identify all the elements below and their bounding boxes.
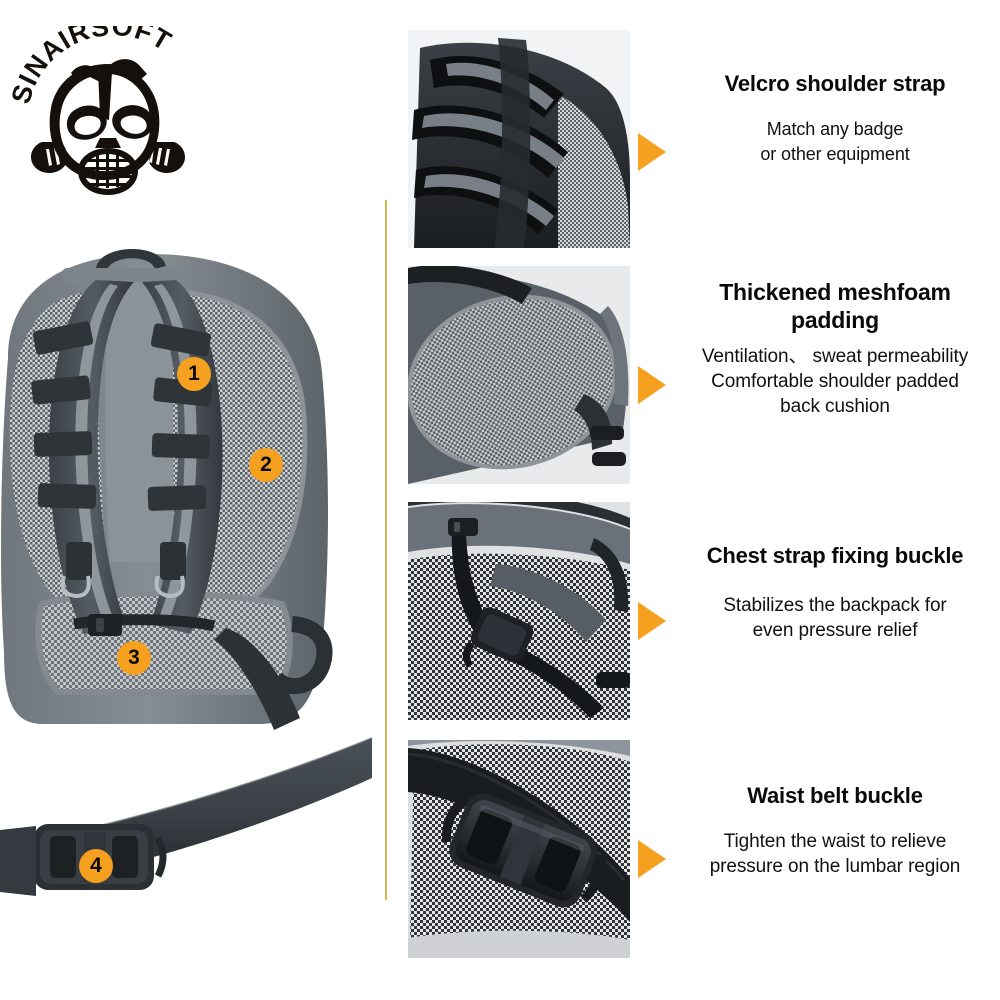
feature-row-2: Thickened meshfoam padding Ventilation、 … — [408, 266, 994, 484]
feature-copy-3: Chest strap fixing buckle Stabilizes the… — [676, 502, 994, 760]
feature-row-4: Waist belt buckle Tighten the waist to r… — [408, 740, 994, 958]
feature-row-1: Velcro shoulder strap Match any badge or… — [408, 30, 994, 248]
feature-desc-3: Stabilizes the backpack for even pressur… — [723, 595, 947, 641]
feature-copy-1: Velcro shoulder strap Match any badge or… — [676, 30, 994, 288]
feature-copy-4: Waist belt buckle Tighten the waist to r… — [676, 740, 994, 1000]
arrow-right-icon-1 — [638, 133, 666, 171]
hero-badge-2: 2 — [249, 448, 283, 482]
feature-title-4: Waist belt buckle — [747, 783, 923, 808]
feature-thumb-3 — [408, 502, 630, 720]
arrow-right-icon-2 — [638, 366, 666, 404]
feature-thumb-1 — [408, 30, 630, 248]
hero-badge-1: 1 — [177, 357, 211, 391]
backpack-hero-image — [0, 232, 372, 932]
feature-thumb-4 — [408, 740, 630, 958]
feature-desc-1: Match any badge or other equipment — [760, 119, 910, 164]
arrow-right-icon-4 — [638, 840, 666, 878]
brand-logo: SINAIRSOFT — [8, 26, 208, 216]
feature-desc-2: Ventilation、 sweat permeability Comforta… — [701, 346, 969, 417]
feature-row-3: Chest strap fixing buckle Stabilizes the… — [408, 502, 994, 720]
gas-mask-skull-icon: SINAIRSOFT — [8, 26, 185, 195]
feature-title-1: Velcro shoulder strap — [724, 71, 946, 96]
feature-title-2: Thickened meshfoam padding — [719, 279, 951, 333]
feature-title-3: Chest strap fixing buckle — [706, 543, 964, 568]
hero-badge-3: 3 — [117, 641, 151, 675]
feature-desc-4: Tighten the waist to relieve pressure on… — [709, 831, 961, 877]
vertical-divider — [385, 200, 387, 900]
arrow-right-icon-3 — [638, 602, 666, 640]
hero-badge-4: 4 — [79, 849, 113, 883]
feature-thumb-2 — [408, 266, 630, 484]
feature-copy-2: Thickened meshfoam padding Ventilation、 … — [676, 266, 994, 496]
